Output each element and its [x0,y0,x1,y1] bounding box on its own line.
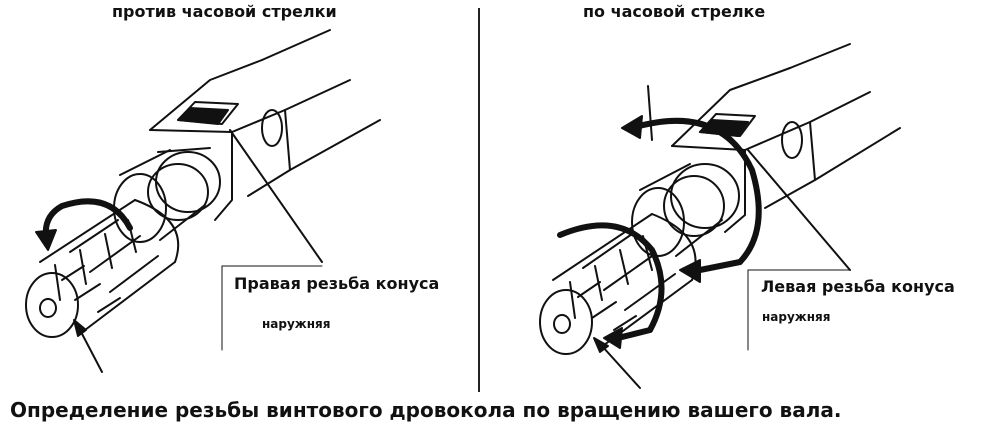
left-panel-title: против часовой стрелки [112,2,337,21]
left-thread-sublabel: наружняя [762,310,831,324]
right-thread-label: Правая резьба конуса [234,274,440,293]
left-shaft-drawing [25,29,381,373]
figure-caption: Определение резьбы винтового дровокола п… [10,398,842,422]
left-thread-label: Левая резьба конуса [761,277,955,296]
right-shaft-drawing [539,43,901,389]
right-panel-title: по часовой стрелке [583,2,766,21]
right-thread-sublabel: наружняя [262,317,331,331]
panel-divider [478,8,480,392]
